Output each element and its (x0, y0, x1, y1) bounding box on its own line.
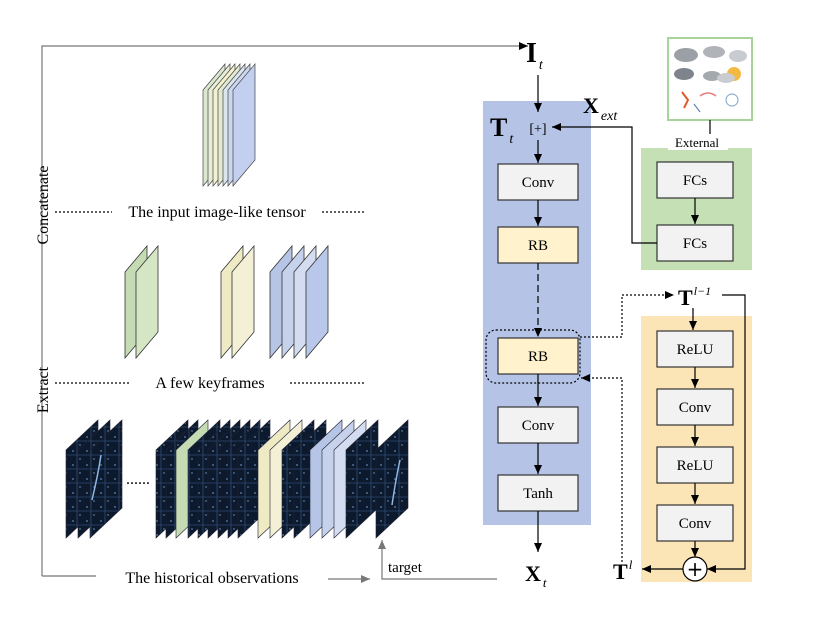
residual-skip-line (707, 294, 746, 573)
conv-node-top-label: Conv (522, 175, 555, 191)
concatenate-label: Concatenate (35, 165, 52, 244)
keyframes-group (124, 244, 329, 360)
left-panel: Concatenate Extract The input image-like… (35, 42, 528, 587)
conv-node-residual-1-label: Conv (679, 400, 712, 416)
rb-to-residual-input-dotted (580, 291, 674, 338)
residual-output-to-rb-dotted (581, 374, 623, 562)
residual-output-T-l: Tl (613, 557, 633, 584)
relu-node-2-label: ReLU (677, 458, 714, 474)
conv-node-top (497, 163, 579, 201)
fc-node-bottom (656, 224, 734, 262)
fc-node-bottom-label: FCs (683, 236, 707, 252)
rb-highlight-frame (485, 329, 581, 384)
concatenate-loop-line (41, 42, 528, 576)
relu-node-2 (656, 446, 734, 484)
conv-node-residual-2 (656, 504, 734, 542)
history-caption: The historical observations (125, 570, 298, 587)
residual-input-T-l-1: Tl−1 (678, 284, 711, 310)
historical-frames-group (65, 419, 409, 539)
conv-node-residual-1 (656, 388, 734, 426)
concat-operator: [+] (529, 122, 546, 137)
input-tensor-stack (202, 63, 256, 187)
fc-node-top (656, 161, 734, 199)
keyframes-caption: A few keyframes (155, 375, 264, 392)
extract-label: Extract (35, 366, 52, 413)
residual-block: Tl−1 ReLU Conv ReLU Conv + Tl (580, 284, 752, 584)
tensor-caption: The input image-like tensor (128, 204, 306, 221)
rb-node-top-label: RB (528, 238, 548, 254)
target-feedback-line (378, 540, 497, 580)
conv-node-bottom-label: Conv (522, 418, 555, 434)
conv-node-bottom (497, 406, 579, 444)
arrow-fc-to-concat (552, 123, 657, 244)
external-branch: External FCs FCs (552, 37, 753, 270)
sum-node-label: + (687, 557, 704, 581)
relu-node-1-label: ReLU (677, 342, 714, 358)
tanh-node-label: Tanh (523, 486, 553, 502)
rb-node-bottom (497, 337, 579, 375)
external-label-bg (668, 134, 728, 150)
target-label: target (388, 560, 423, 576)
history-ellipsis: ...... (126, 471, 150, 488)
external-label: External (675, 135, 719, 150)
rb-node-bottom-label: RB (528, 349, 548, 365)
fc-node-top-label: FCs (683, 173, 707, 189)
conv-node-residual-2-label: Conv (679, 516, 712, 532)
tanh-node (497, 474, 579, 512)
weather-icons-image (674, 46, 747, 113)
